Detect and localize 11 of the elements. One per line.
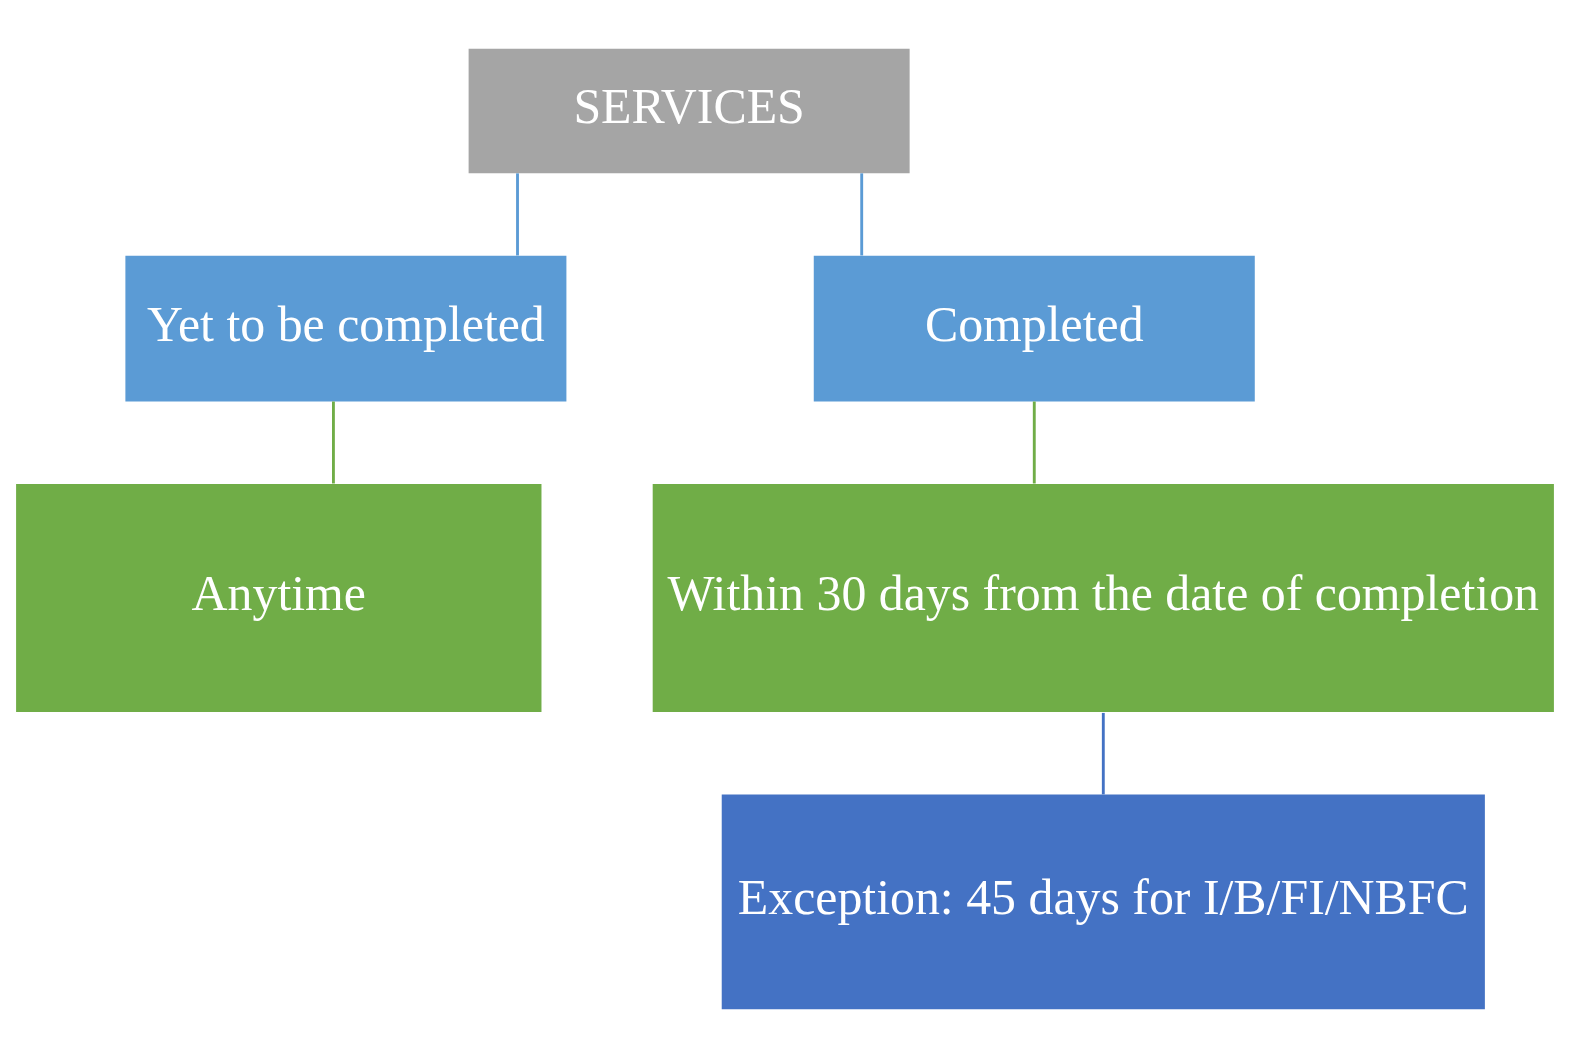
node-box: Exception: 45 days for I/B/FI/NBFC <box>721 794 1485 1010</box>
node-box: Yet to be completed <box>125 255 567 402</box>
node-box: Completed <box>813 255 1255 402</box>
node-box: Within 30 days from the date of completion <box>652 483 1554 713</box>
node-box: Anytime <box>16 483 542 713</box>
connector <box>516 173 519 256</box>
node-box: SERVICES <box>468 48 910 174</box>
connector <box>332 401 335 484</box>
connector <box>1032 401 1036 484</box>
connector <box>860 173 864 256</box>
connector <box>1101 712 1105 795</box>
